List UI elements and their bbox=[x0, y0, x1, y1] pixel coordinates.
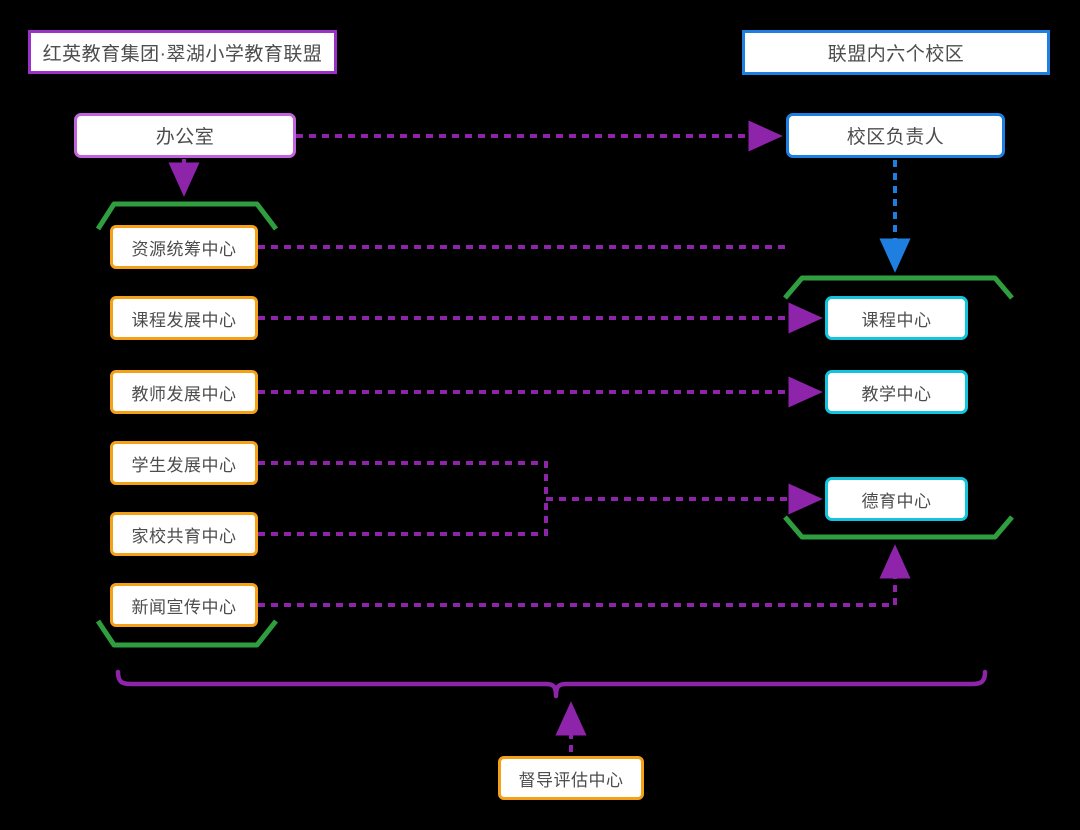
node-resource-center[interactable]: 资源统筹中心 bbox=[110, 225, 258, 269]
node-office[interactable]: 办公室 bbox=[74, 113, 296, 158]
node-news-center[interactable]: 新闻宣传中心 bbox=[110, 583, 258, 627]
title-box-right: 联盟内六个校区 bbox=[742, 30, 1050, 75]
node-campus-lead[interactable]: 校区负责人 bbox=[786, 113, 1005, 158]
node-supervision-center[interactable]: 督导评估中心 bbox=[498, 756, 644, 800]
bottom-curly-brace bbox=[115, 669, 988, 699]
connector-student-dev-to-moral-center bbox=[258, 461, 548, 499]
node-home-school-center[interactable]: 家校共育中心 bbox=[110, 512, 258, 556]
node-curriculum-center[interactable]: 课程中心 bbox=[825, 296, 968, 340]
node-teaching-center[interactable]: 教学中心 bbox=[825, 370, 968, 414]
connector-news-center-to-right-group bbox=[258, 544, 911, 607]
node-curriculum-dev-center[interactable]: 课程发展中心 bbox=[110, 296, 258, 340]
node-student-dev-center[interactable]: 学生发展中心 bbox=[110, 441, 258, 485]
title-box-left: 红英教育集团·翠湖小学教育联盟 bbox=[28, 30, 337, 74]
node-moral-center[interactable]: 德育中心 bbox=[825, 477, 968, 521]
green-bracket-right-top bbox=[783, 275, 1014, 300]
node-teacher-dev-center[interactable]: 教师发展中心 bbox=[110, 370, 258, 414]
connector-home-school-to-moral-center bbox=[258, 499, 548, 536]
